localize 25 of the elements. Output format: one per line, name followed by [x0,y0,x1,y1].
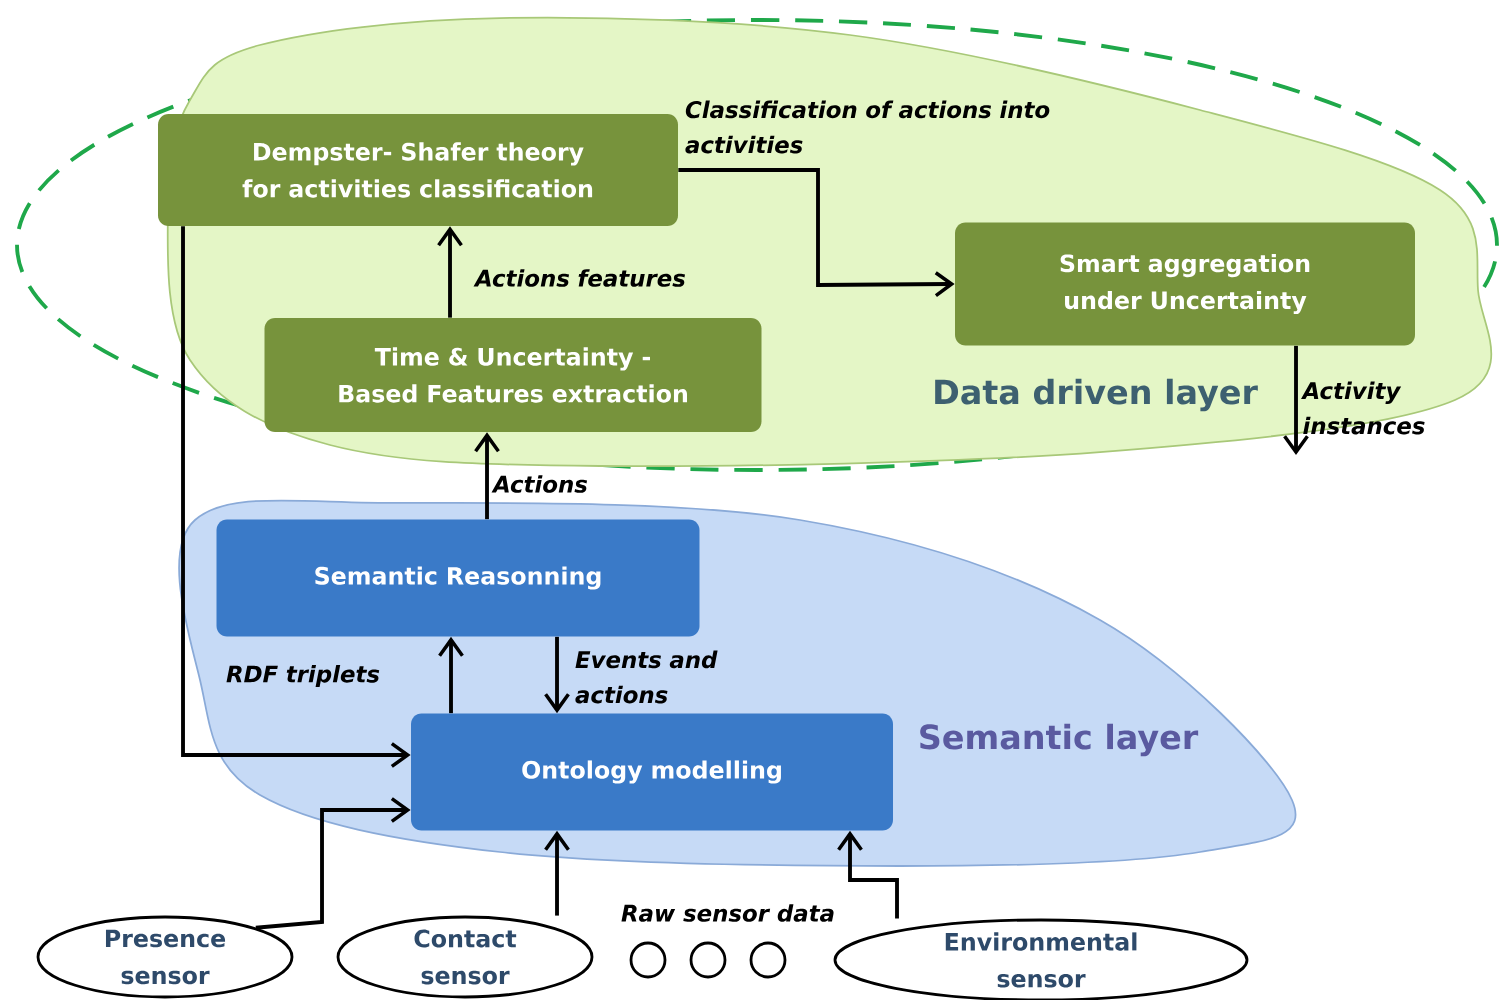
arrow [544,830,570,916]
edge-label: Actions [491,475,588,493]
small-circle [629,941,667,979]
edge-label: Activity instances [1301,381,1425,435]
arrow [437,226,463,318]
label-text: Raw sensor data [621,904,834,922]
process-box: Semantic Reasonning [216,519,700,637]
edge-label: Events and actions [575,650,718,704]
edge-label: Actions features [473,269,685,287]
arrow [474,432,500,520]
edge-label: RDF triplets [226,664,380,688]
process-box: Dempster- Shafer theory for activities classification [158,114,678,226]
small-circle [749,941,787,979]
edge-label: Classification of actions into activities [685,100,1050,154]
arrow [544,636,570,714]
arrow [255,797,411,930]
arrow [837,830,899,919]
arrow [1283,345,1309,455]
arrow [678,168,955,297]
process-box: Ontology modelling [411,713,893,831]
process-box: Time & Uncertainty -Based Features extraction [264,318,762,432]
small-circle [689,941,727,979]
arrow [438,636,464,714]
process-box: Smart aggregation under Uncertainty [955,222,1415,346]
arrow [181,226,411,768]
